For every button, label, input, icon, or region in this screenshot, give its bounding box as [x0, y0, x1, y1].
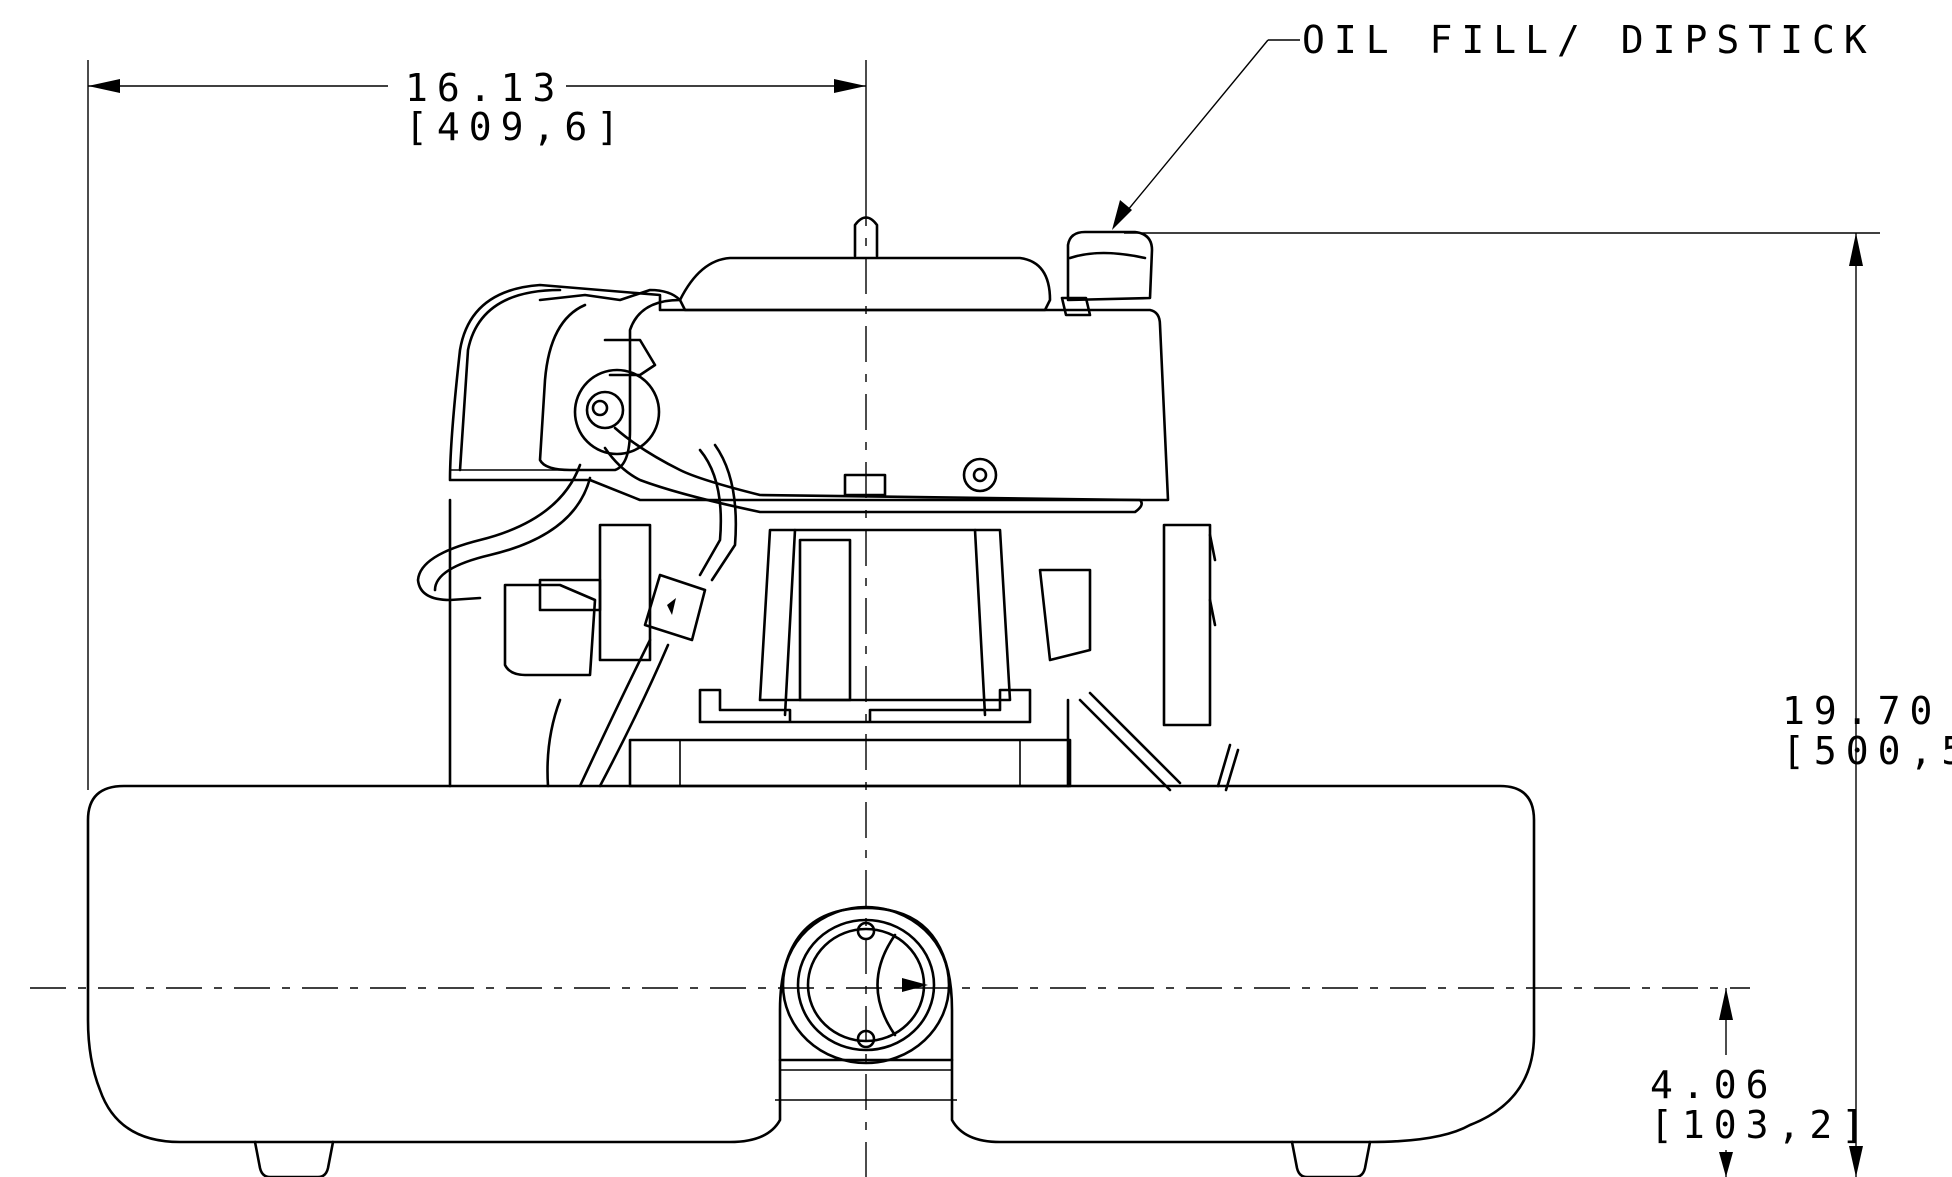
- width-mm-label: [409,6]: [405, 105, 628, 149]
- width-dimension: 16.13 [409,6]: [87, 60, 867, 790]
- spark-lead: [1078, 691, 1182, 792]
- oil-fill-arrow: [1112, 200, 1132, 230]
- height-arrow-bottom: [1849, 1146, 1863, 1177]
- tank-foot-right: [1290, 1140, 1372, 1177]
- oil-fill-callout: OIL FILL/ DIPSTICK: [1112, 18, 1876, 230]
- fuel-pump-bracket: [603, 338, 657, 377]
- flywheel-housing: [758, 528, 1012, 702]
- dipstick-tube: [1060, 296, 1092, 317]
- center-lines: [30, 190, 1750, 1177]
- base-arrow-top: [1719, 988, 1733, 1020]
- fuel-pump-body: [573, 368, 661, 456]
- fuel-line-main: [603, 426, 1143, 514]
- fuel-lines: [416, 426, 1143, 788]
- fuel-line-vertical: [698, 448, 723, 577]
- height-mm-label: [500,5]: [1782, 729, 1952, 773]
- housing-slot: [798, 538, 852, 702]
- base-mm-label: [103,2]: [1650, 1103, 1873, 1147]
- air-cleaner-cover: [538, 298, 682, 472]
- filler-inner-ring: [796, 918, 936, 1052]
- oil-fill-cap: [1060, 230, 1154, 317]
- carburetor: [503, 523, 652, 788]
- filler-bolt-top: [856, 921, 876, 941]
- base-inches-label: 4.06: [1650, 1063, 1778, 1107]
- fuel-line-down: [578, 638, 670, 788]
- fuel-filter-arrow: [667, 598, 676, 615]
- filler-tab: [902, 978, 928, 992]
- fuel-pump-port-inner: [591, 399, 609, 417]
- width-arrow-left: [88, 79, 120, 93]
- fuel-line-vertical-inner: [710, 443, 738, 582]
- engine-lower: [448, 498, 1072, 788]
- fuel-filler: [778, 905, 954, 1065]
- width-inches-label: 16.13: [405, 66, 564, 110]
- housing-ribs: [783, 528, 987, 717]
- carb-linkage: [546, 698, 562, 788]
- breather-cap: [843, 473, 887, 497]
- shroud-outline: [448, 283, 1170, 502]
- height-dimension: 19.70 [500,5]: [1124, 232, 1952, 1177]
- housing-base-rail: [698, 688, 1032, 724]
- fuel-tank: [86, 784, 1536, 1177]
- carb-bowl: [503, 583, 597, 677]
- fuel-filter-body: [643, 573, 707, 642]
- governor-arm-pivot-inner: [972, 467, 988, 483]
- dipstick-cap-grip: [1068, 251, 1147, 260]
- oil-fill-label: OIL FILL/ DIPSTICK: [1302, 18, 1876, 62]
- fuel-line-loop: [416, 463, 582, 602]
- right-side-components: [843, 457, 1240, 792]
- base-arrow-bottom: [1719, 1152, 1733, 1177]
- base-height-dimension: 4.06 [103,2]: [1650, 988, 1873, 1177]
- right-side-bolts: [1208, 533, 1217, 627]
- width-arrow-right: [834, 79, 866, 93]
- tank-outline: [86, 784, 1536, 1144]
- carb-throat: [538, 578, 602, 612]
- filler-crescent: [876, 933, 897, 1037]
- height-inches-label: 19.70: [1782, 689, 1941, 733]
- air-cleaner-top-lip: [538, 288, 682, 302]
- shroud-top-cover: [678, 256, 1052, 312]
- tank-foot-left: [253, 1140, 335, 1177]
- height-arrow-top: [1849, 233, 1863, 266]
- engine-base-plate: [628, 738, 1072, 788]
- filler-outer-ring: [781, 905, 951, 1065]
- engine-shroud: [448, 216, 1170, 502]
- shroud-top-tab: [853, 216, 879, 258]
- fuel-filter: [643, 573, 707, 642]
- fuel-pump-port: [585, 390, 625, 430]
- ignition-module: [1038, 568, 1092, 662]
- oil-fill-leader: [1117, 39, 1269, 223]
- carb-body: [598, 523, 652, 662]
- spark-plug-wire: [1216, 743, 1240, 792]
- dipstick-cap: [1066, 230, 1154, 302]
- filler-bolt-bottom: [856, 1029, 876, 1049]
- fuel-line-loop-inner: [433, 476, 592, 592]
- governor-arm-pivot: [962, 457, 998, 493]
- air-cleaner-side: [458, 288, 562, 472]
- fuel-pump: [573, 338, 661, 456]
- right-side-panel: [1162, 523, 1212, 727]
